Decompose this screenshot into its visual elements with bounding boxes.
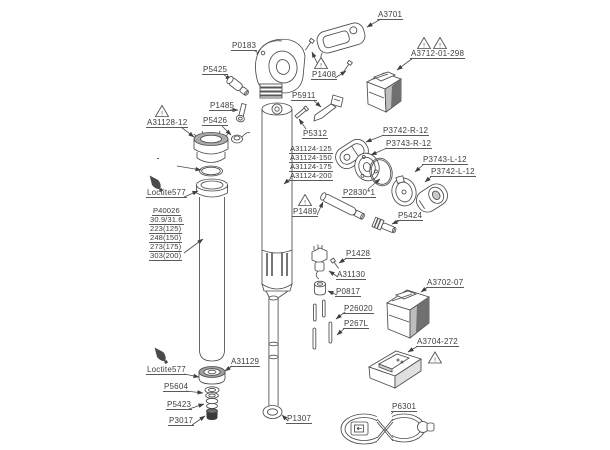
- part-charger-dock: [367, 350, 422, 389]
- label-p5911: P5911: [291, 91, 317, 101]
- warning-triangle-icon: !: [297, 193, 313, 207]
- svg-text:!: !: [434, 357, 436, 364]
- label-a31124-125: A31124-125: [289, 144, 333, 154]
- label-a31124-200: A31124-200: [289, 171, 333, 181]
- label-p3743-r-12: P3743-R-12: [385, 139, 433, 149]
- part-bolt-p1485: [235, 102, 247, 123]
- part-gear-ring-right: [354, 152, 380, 182]
- part-oring-p2830: [369, 157, 393, 187]
- label-p3017: P3017: [168, 416, 195, 426]
- label-p3743-l-12: P3743-L-12: [422, 155, 468, 165]
- label-p1485: P1485: [209, 101, 236, 111]
- part-gearbox-left: [415, 183, 449, 213]
- part-pins-long: [312, 321, 333, 350]
- part-seatpost-head: [255, 38, 306, 99]
- label-p40026-len-175: 273(175): [149, 242, 183, 252]
- label-p1489: P1489: [292, 207, 319, 217]
- label-p40026-diameters: 30.9/31.6: [149, 215, 184, 225]
- label-p40026-len-125: 223(125): [149, 224, 183, 234]
- label-p0817: P0817: [335, 287, 362, 297]
- part-cartridge-valve: [226, 76, 250, 96]
- label-p6301: P6301: [391, 402, 418, 412]
- label-p1408: P1408: [311, 70, 338, 80]
- part-oring-p2318: [199, 165, 223, 177]
- part-screw-p1428: [329, 257, 339, 269]
- label-a31130: A31130: [336, 270, 367, 280]
- warning-triangle-icon: !: [154, 104, 170, 118]
- label-p5425: P5425: [202, 65, 229, 75]
- label-p5312: P5312: [302, 129, 329, 139]
- part-battery-upper: [365, 71, 402, 113]
- label-p5424: P5424: [397, 211, 424, 221]
- label-p1307: P1307: [286, 414, 313, 424]
- part-upper-tube: [261, 102, 293, 406]
- warning-triangle-icon: !: [427, 351, 443, 364]
- loctite-applicator-icon: [149, 175, 164, 193]
- label-loctite-bottom: Loctite577: [146, 365, 187, 375]
- label-p5423: P5423: [166, 400, 193, 410]
- part-pins-short: [313, 299, 326, 322]
- part-valve-a31130: [311, 244, 328, 280]
- label-p0183: P0183: [231, 41, 258, 51]
- label-p267l: P267L: [343, 319, 370, 329]
- warning-triangle-icon: !: [416, 36, 432, 50]
- part-battery-pack: [386, 289, 430, 339]
- svg-text:!: !: [304, 200, 306, 207]
- label-p40026-sizes: P40026 30.9/31.6 223(125) 248(150) 273(1…: [149, 207, 184, 261]
- svg-text:!: !: [423, 43, 425, 50]
- label-a3701: A3701: [377, 10, 404, 20]
- label-p2830: P2830*1: [342, 188, 377, 198]
- label-p5426: P5426: [202, 116, 229, 126]
- svg-text:!: !: [320, 63, 322, 70]
- part-remote-screws: [304, 37, 353, 72]
- part-washers-p5604: [204, 386, 220, 399]
- label-p40026-len-150: 248(150): [149, 233, 183, 243]
- part-axle-pin: [320, 192, 365, 220]
- svg-text:!: !: [439, 43, 441, 50]
- part-cup-p5426: [231, 132, 251, 144]
- label-loctite-top: Loctite577: [146, 188, 187, 198]
- label-p5604: P5604: [163, 382, 190, 392]
- part-lower-tube: [196, 178, 228, 362]
- part-nut-p1307: [262, 405, 283, 419]
- part-seal-head-collar: [193, 130, 229, 163]
- part-remote-lever: [316, 22, 366, 63]
- part-rings-p5423: [205, 397, 219, 409]
- label-a3702-07: A3702-07: [426, 278, 465, 288]
- label-p3742-l-12: P3742-L-12: [430, 167, 476, 177]
- label-a31129: A31129: [230, 357, 261, 367]
- part-gear-ring-left: [391, 175, 417, 207]
- label-p40026-len-200: 303(200): [149, 251, 183, 261]
- svg-text:!: !: [161, 111, 163, 118]
- label-p26020: P26020: [343, 304, 374, 314]
- label-a31124-175: A31124-175: [289, 162, 333, 172]
- label-a3712-01-298: A3712-01-298: [410, 49, 466, 59]
- label-a31124-sizes: A31124-125 A31124-150 A31124-175 A31124-…: [289, 145, 333, 181]
- warning-triangle-icon: !: [313, 56, 329, 70]
- label-p3742-r-12: P3742-R-12: [382, 126, 430, 136]
- label-p1428: P1428: [345, 249, 372, 259]
- part-foot-a31129: [198, 366, 226, 385]
- label-a3704-272: A3704-272: [416, 337, 459, 347]
- label-a31124-150: A31124-150: [289, 153, 333, 163]
- warning-triangle-icon: !: [432, 36, 448, 50]
- label-p2318: [157, 158, 159, 159]
- part-bolt-p5424: [371, 216, 397, 234]
- loctite-applicator-icon: [154, 347, 169, 365]
- part-cable-p6301: [340, 413, 435, 445]
- part-barrel-p0817: [314, 280, 326, 296]
- label-a31128-12: A31128-12: [146, 118, 189, 128]
- label-p40026: P40026: [152, 206, 181, 216]
- part-pin-p5312: [294, 105, 310, 119]
- part-actuator-lever: [313, 94, 344, 122]
- part-cap-p3017: [206, 408, 218, 420]
